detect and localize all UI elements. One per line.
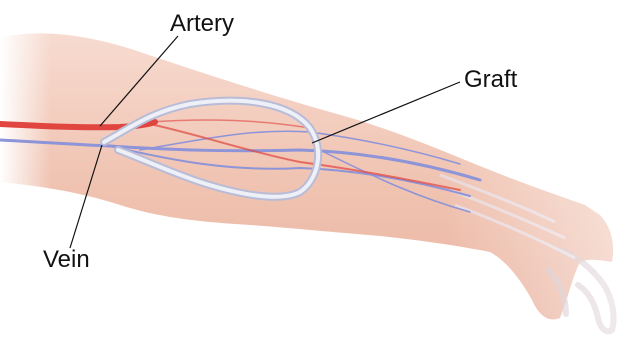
graft-label: Graft — [464, 68, 517, 92]
artery-label: Artery — [170, 12, 234, 36]
vein-label: Vein — [43, 248, 90, 272]
